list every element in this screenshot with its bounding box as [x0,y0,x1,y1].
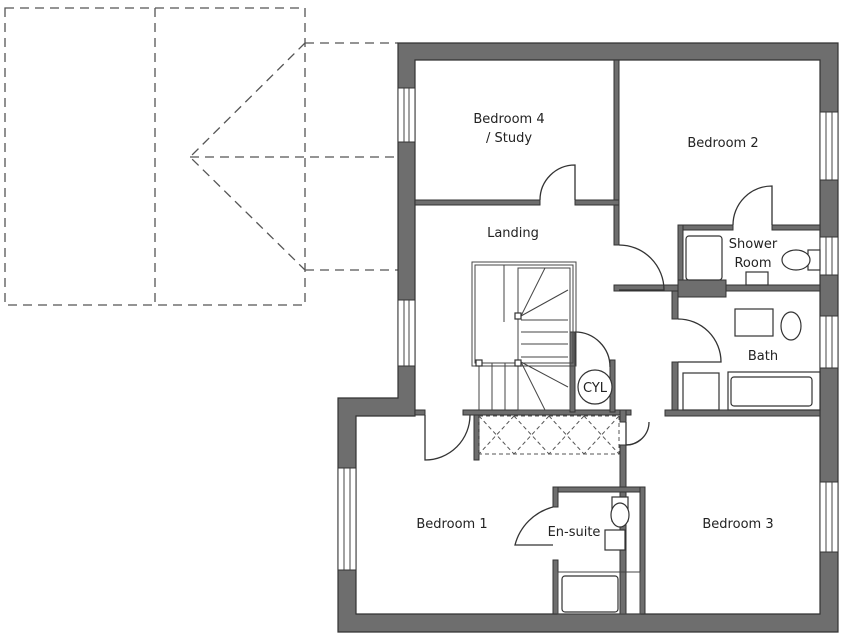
label-bedroom1: Bedroom 1 [416,517,487,532]
ensuite-basin [604,529,626,551]
room-labels: Bedroom 4 / Study Bedroom 2 Landing Show… [416,112,778,540]
label-bedroom4: Bedroom 4 [473,112,544,127]
bath-shower-tray [682,372,720,411]
label-bath: Bath [748,349,778,364]
label-bedroom4-study: / Study [486,131,532,146]
cylinder-icon [577,369,613,405]
fixtures [557,235,821,615]
bath-toilet [780,311,802,341]
windows [337,87,839,571]
label-shower: Shower [729,237,778,252]
doors [424,164,773,546]
label-shower-room: Room [734,256,771,271]
ensuite-shower-tray [561,575,619,613]
garage-roof-outline [4,7,398,306]
shower-toilet [781,249,811,271]
bathtub [730,376,813,407]
bulkhead-cupboard [478,415,620,455]
shower-basin [745,271,769,286]
staircase [471,261,577,411]
label-landing: Landing [487,226,539,241]
bath-basin [734,308,774,337]
label-cyl: CYL [583,381,608,396]
ensuite-toilet [610,502,630,528]
external-walls [337,42,839,633]
shower-tray [685,235,723,281]
label-bedroom2: Bedroom 2 [687,136,758,151]
label-bedroom3: Bedroom 3 [702,517,773,532]
label-ensuite: En-suite [548,525,601,540]
